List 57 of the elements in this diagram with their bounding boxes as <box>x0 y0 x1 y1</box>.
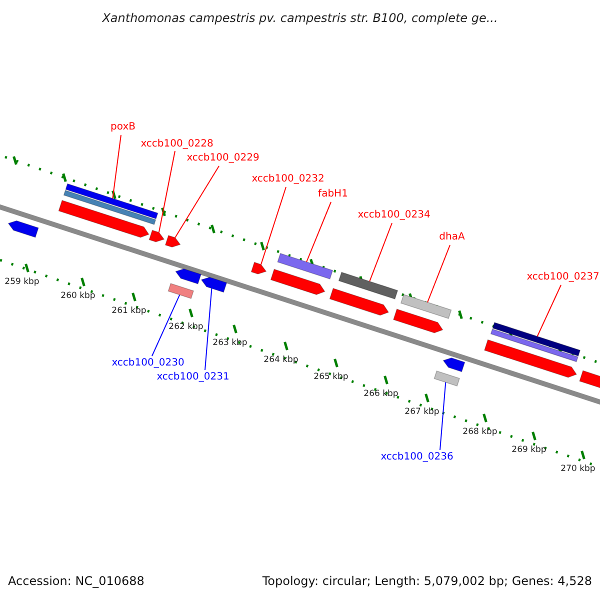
leader-line <box>112 134 122 199</box>
gene-label: xccb100_0229 <box>186 152 260 164</box>
gene-label: xccb100_0234 <box>358 210 430 220</box>
leader-line <box>440 382 446 450</box>
gene-block <box>65 183 158 220</box>
gene-block <box>148 230 165 242</box>
gene-block <box>168 283 194 300</box>
gene-block <box>270 268 326 295</box>
gene-block <box>490 328 578 362</box>
scale-label: 261 kbp <box>112 306 146 316</box>
scale-label: 268 kbp <box>462 427 498 437</box>
gene-block <box>58 200 150 238</box>
gene-block <box>338 272 398 300</box>
gene-block <box>484 339 578 378</box>
scale-label: 269 kbp <box>512 445 546 455</box>
scale-label: 262 kbp <box>168 322 204 332</box>
gene-label: xccb100_0237 <box>526 272 600 282</box>
gene-block <box>175 268 202 284</box>
leader-line <box>152 294 180 356</box>
footer-text: Topology: circular; Length: 5,079,002 bp; Genes: 4,528 <box>262 574 592 588</box>
scale-label: 259 kbp <box>4 277 40 287</box>
gene-label: xccb100_0231 <box>156 372 230 382</box>
scale-label: 270 kbp <box>560 464 596 474</box>
gene-block <box>164 234 181 248</box>
scale-label: 260 kbp <box>60 291 96 301</box>
gene-label: dhaA <box>439 232 465 242</box>
scale-label: 267 kbp <box>404 407 440 417</box>
leader-line <box>260 186 286 265</box>
gene-block <box>200 276 228 293</box>
gene-block <box>277 252 334 280</box>
gene-label: xccb100_0232 <box>252 174 324 184</box>
leader-line <box>174 166 220 238</box>
leader-line <box>158 150 176 233</box>
gene-block <box>250 262 267 274</box>
chart-title: Xanthomonas campestris pv. campestris str. B100, complete ge... <box>101 11 499 25</box>
leader-line <box>306 202 332 262</box>
gene-block <box>8 220 39 238</box>
gene-block <box>492 322 581 356</box>
footer-text: Accession: NC_010688 <box>8 574 144 588</box>
scale-label: 266 kbp <box>364 389 398 399</box>
gene-block <box>63 190 156 225</box>
gene-block <box>434 370 460 386</box>
scale-label: 265 kbp <box>314 372 348 382</box>
gene-label: poxB <box>110 122 136 132</box>
gene-block <box>442 357 466 372</box>
leader-line <box>426 244 450 303</box>
gene-block <box>400 294 452 320</box>
gene-label: xccb100_0230 <box>112 358 184 368</box>
gene-block <box>392 308 444 334</box>
leader-line <box>536 284 562 337</box>
leader-line <box>369 222 392 282</box>
scale-label: 263 kbp <box>212 338 248 348</box>
gene-block <box>329 288 390 316</box>
gene-label: xccb100_0228 <box>140 138 214 150</box>
gene-label: fabH1 <box>318 188 348 200</box>
scale-label: 264 kbp <box>264 355 298 365</box>
gene-label: xccb100_0236 <box>380 452 454 462</box>
